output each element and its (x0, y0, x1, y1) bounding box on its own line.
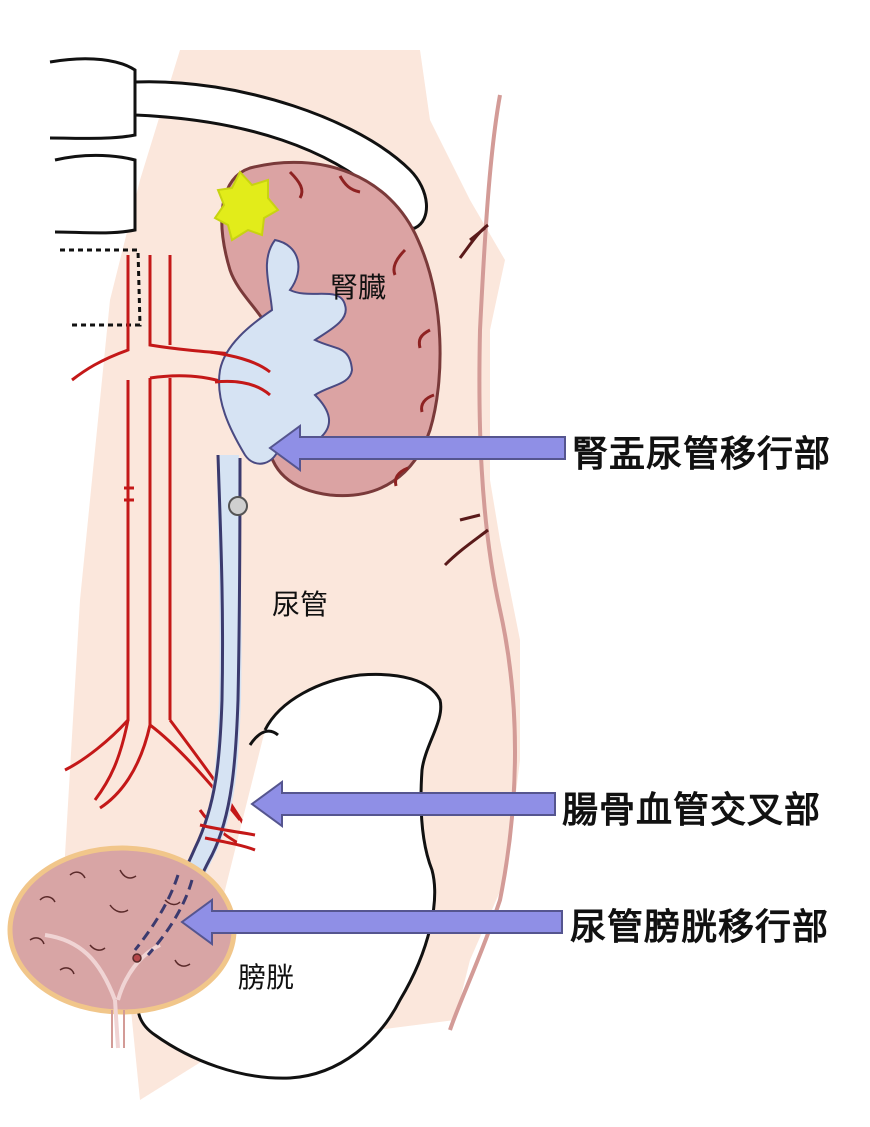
kidney-surface-vessels (288, 170, 435, 487)
ureteral-stone (228, 496, 248, 516)
label-uvj: 尿管膀胱移行部 (570, 907, 830, 948)
ureter (175, 454, 242, 895)
tumor (213, 170, 280, 242)
renal-pelvis (218, 238, 354, 465)
arrow-uvj (180, 898, 563, 946)
renal-artery (209, 350, 271, 397)
ureteral-orifice (132, 953, 142, 963)
intramural-ureter (133, 874, 194, 956)
bladder-trigone (44, 933, 161, 1049)
iliac-vessels (199, 823, 256, 852)
label-iliac-crossing: 腸骨血管交叉部 (562, 790, 822, 831)
arrow-iliac-crossing (250, 780, 556, 828)
label-bladder: 膀胱 (238, 961, 295, 994)
urethra (111, 1010, 125, 1048)
dotted-rib (60, 248, 142, 327)
wall-marks (443, 223, 489, 567)
bladder-texture (29, 869, 191, 975)
colon-detail (248, 729, 279, 746)
label-upj: 腎盂尿管移行部 (572, 434, 832, 475)
label-kidney: 腎臓 (330, 271, 387, 304)
ribs (49, 57, 428, 235)
label-ureter: 尿管 (272, 588, 329, 621)
arrow-upj (268, 424, 566, 472)
